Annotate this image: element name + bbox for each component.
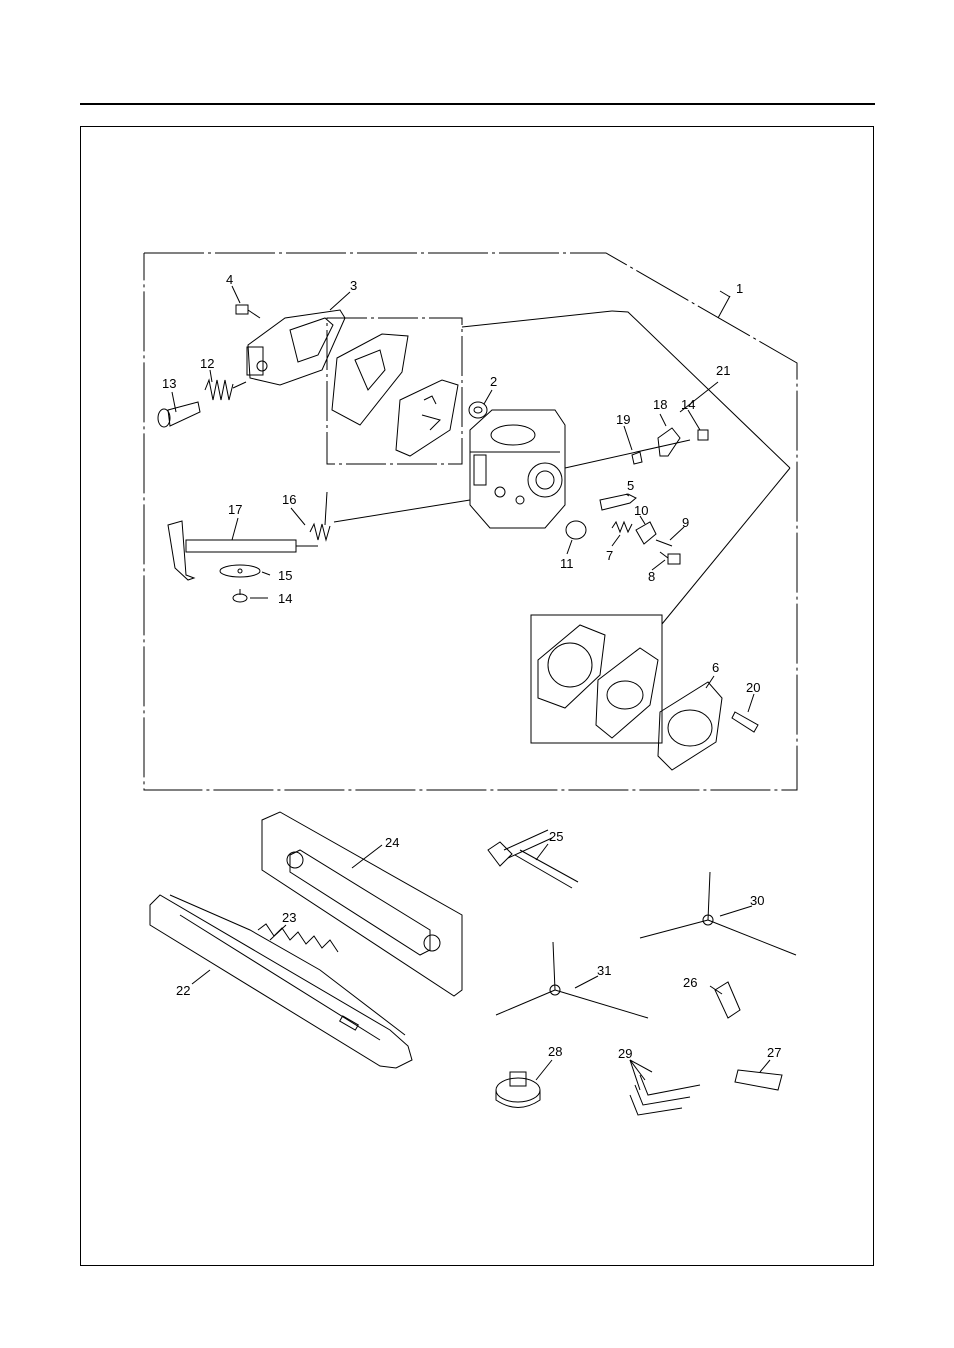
label-part-15: 15 [278, 568, 292, 583]
spring-16 [309, 491, 471, 542]
combination-wrench [487, 829, 579, 889]
washer-15 [219, 564, 261, 578]
label-part-19: 19 [616, 412, 630, 427]
screw-13 [157, 401, 201, 428]
label-part-16: 16 [282, 492, 296, 507]
gasket-kit-outline [326, 310, 791, 625]
label-part-17: 17 [228, 502, 242, 517]
label-part-9: 9 [682, 515, 689, 530]
label-part-24: 24 [385, 835, 399, 850]
label-part-11: 11 [560, 556, 574, 571]
plug-11 [565, 520, 587, 540]
label-part-8: 8 [648, 569, 655, 584]
fitting-26 [714, 981, 741, 1019]
hex-keys-29 [629, 1074, 701, 1116]
diaphragm-gasket [537, 624, 606, 709]
plate-18 [564, 427, 691, 469]
cross-wrench-30 [639, 871, 797, 956]
screw-20 [731, 711, 759, 733]
plug-2 [468, 401, 488, 419]
label-part-6: 6 [712, 660, 719, 675]
label-part-14-upper: 14 [681, 397, 695, 412]
spring-12 [204, 378, 247, 401]
label-part-7: 7 [606, 548, 613, 563]
gauge-27 [734, 1069, 783, 1091]
label-part-4: 4 [226, 272, 233, 287]
label-part-1: 1 [736, 281, 743, 296]
carburetor-body [469, 409, 566, 529]
needle-5 [599, 493, 637, 511]
clip-19 [631, 451, 643, 465]
lever-10 [635, 521, 657, 545]
screw-14-lower [232, 589, 248, 603]
cover-plate [246, 309, 346, 386]
label-part-31: 31 [597, 963, 611, 978]
diaphragm-kit-outline [530, 614, 663, 744]
label-part-23: 23 [282, 910, 296, 925]
label-part-22: 22 [176, 983, 190, 998]
throttle-shaft [167, 520, 318, 581]
label-part-30: 30 [750, 893, 764, 908]
label-part-26: 26 [683, 975, 697, 990]
saw-chain [169, 894, 406, 1036]
label-part-5: 5 [627, 478, 634, 493]
label-part-14-lower: 14 [278, 591, 292, 606]
clutch-tool-28 [495, 1071, 541, 1108]
figure-frame [80, 126, 874, 1266]
pin-9 [655, 539, 673, 547]
label-part-25: 25 [549, 829, 563, 844]
label-part-29: 29 [618, 1046, 632, 1061]
screw-8 [659, 551, 681, 565]
label-part-20: 20 [746, 680, 760, 695]
carburetor-assembly-outline [143, 252, 798, 791]
gasket-pair [331, 333, 459, 457]
label-part-13: 13 [162, 376, 176, 391]
cross-wrench-31 [495, 941, 649, 1019]
label-part-27: 27 [767, 1045, 781, 1060]
label-part-28: 28 [548, 1044, 562, 1059]
pump-cover-6 [657, 681, 723, 771]
diaphragm [595, 647, 659, 739]
label-part-21: 21 [716, 363, 730, 378]
part-labels: 1 2 3 4 5 6 7 8 9 10 11 12 13 14 14 15 1… [162, 272, 781, 1061]
bar-cover [261, 811, 463, 997]
label-part-18: 18 [653, 397, 667, 412]
screw-14-upper [697, 429, 709, 441]
label-part-2: 2 [490, 374, 497, 389]
spring-7 [611, 520, 633, 534]
label-part-10: 10 [634, 503, 648, 518]
guide-bar [149, 894, 413, 1069]
leader-lines [171, 285, 771, 1091]
screw-4 [235, 304, 261, 319]
header-rule [80, 103, 875, 105]
label-part-3: 3 [350, 278, 357, 293]
label-part-12: 12 [200, 356, 214, 371]
